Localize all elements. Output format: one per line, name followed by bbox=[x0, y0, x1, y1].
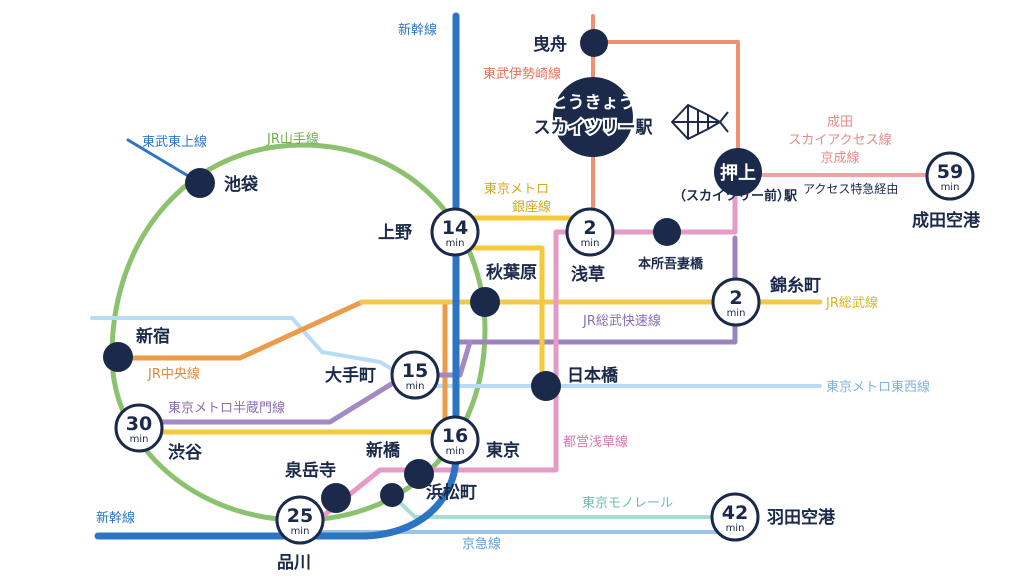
label-sobu: JR総武線 bbox=[825, 295, 878, 311]
station-dot-hikifune[interactable] bbox=[580, 29, 608, 57]
svg-text:30: 30 bbox=[126, 413, 152, 435]
station-label-akihabara: 秋葉原 bbox=[486, 262, 537, 283]
station-dot-hamamatsucho[interactable] bbox=[380, 483, 404, 507]
station-label-oshiage-sub-2: 駅 bbox=[783, 189, 798, 204]
station-label-hikifune: 曳舟 bbox=[533, 34, 567, 55]
station-label-shinbashi: 新橋 bbox=[366, 440, 401, 461]
label-skyaccess-1: 成田 bbox=[827, 115, 853, 130]
station-label-hamamatsucho: 浜松町 bbox=[426, 482, 477, 503]
station-label-oshiage: 押上 bbox=[720, 162, 756, 184]
station-dot-ikebukuro[interactable] bbox=[185, 168, 215, 198]
time-badge-ueno[interactable]: 14 min bbox=[430, 207, 480, 257]
label-skyaccess-2: スカイアクセス線 bbox=[788, 132, 891, 148]
station-label-nihonbashi: 日本橋 bbox=[567, 365, 619, 386]
time-badge-shibuya[interactable]: 30 min bbox=[114, 403, 164, 453]
station-dot-sengakuji[interactable] bbox=[321, 483, 351, 513]
svg-text:min: min bbox=[446, 238, 465, 249]
station-dot-akihabara[interactable] bbox=[470, 287, 500, 317]
time-badge-kinshicho[interactable]: 2 min bbox=[711, 277, 761, 327]
station-label-shibuya: 渋谷 bbox=[168, 442, 203, 463]
station-label-otemachi: 大手町 bbox=[325, 365, 376, 386]
station-dot-oshiage[interactable] bbox=[714, 148, 762, 196]
time-badge-otemachi[interactable]: 15 min bbox=[390, 350, 440, 400]
time-badge-asakusa[interactable]: 2 min bbox=[565, 207, 615, 257]
svg-text:min: min bbox=[406, 381, 425, 392]
svg-text:15: 15 bbox=[402, 360, 428, 382]
time-badge-narita[interactable]: 59 min bbox=[925, 151, 975, 201]
svg-text:42: 42 bbox=[722, 502, 748, 524]
label-ginza-1: 東京メトロ bbox=[484, 181, 549, 197]
label-chuo: JR中央線 bbox=[147, 366, 200, 382]
svg-text:14: 14 bbox=[442, 217, 468, 239]
label-monorail: 東京モノレール bbox=[582, 495, 673, 511]
station-label-oshiage-sub-1: （スカイツリー前） bbox=[673, 188, 790, 204]
label-tozai: 東京メトロ東西線 bbox=[826, 379, 930, 395]
station-dot-nihonbashi[interactable] bbox=[531, 371, 561, 401]
label-shinkansen-bottom: 新幹線 bbox=[96, 510, 135, 526]
svg-text:2: 2 bbox=[583, 217, 596, 239]
label-asakusa-line: 都営浅草線 bbox=[563, 434, 628, 450]
station-label-skytree-2: スカイツリー駅 bbox=[534, 118, 654, 138]
station-dot-shinbashi[interactable] bbox=[404, 459, 434, 489]
label-skyaccess-3: 京成線 bbox=[820, 150, 859, 166]
svg-text:2: 2 bbox=[729, 287, 742, 309]
station-label-narita: 成田空港 bbox=[912, 210, 981, 231]
station-label-tokyo: 東京 bbox=[486, 440, 520, 461]
label-hanzomon: 東京メトロ半蔵門線 bbox=[168, 400, 285, 416]
station-label-sengakuji: 泉岳寺 bbox=[284, 460, 336, 481]
station-label-asakusa: 浅草 bbox=[571, 264, 605, 285]
ginza-line bbox=[145, 215, 593, 435]
skytree-fish-icon bbox=[671, 104, 729, 140]
station-dot-honjo[interactable] bbox=[653, 218, 681, 246]
station-dot-shinjuku[interactable] bbox=[103, 342, 133, 372]
label-sobu-rapid: JR総武快速線 bbox=[582, 313, 661, 329]
label-yamanote: JR山手線 bbox=[266, 131, 319, 147]
label-isesaki: 東武伊勢崎線 bbox=[483, 66, 561, 82]
time-badge-tokyo[interactable]: 16 min bbox=[430, 415, 480, 465]
svg-text:min: min bbox=[581, 238, 600, 249]
time-badge-shinagawa[interactable]: 25 min bbox=[275, 495, 325, 545]
label-tojo: 東武東上線 bbox=[142, 134, 207, 150]
svg-text:25: 25 bbox=[287, 505, 313, 527]
station-label-ueno: 上野 bbox=[378, 223, 412, 243]
station-label-kinshicho: 錦糸町 bbox=[770, 275, 821, 296]
station-label-shinjuku: 新宿 bbox=[136, 326, 170, 347]
svg-text:min: min bbox=[291, 526, 310, 537]
label-access-express: アクセス特急経由 bbox=[803, 181, 898, 196]
time-badge-haneda[interactable]: 42 min bbox=[710, 492, 760, 542]
svg-text:min: min bbox=[941, 182, 960, 193]
label-keikyu: 京急線 bbox=[462, 536, 501, 552]
station-label-haneda: 羽田空港 bbox=[767, 507, 836, 528]
station-label-ikebukuro: 池袋 bbox=[224, 174, 259, 195]
station-label-skytree-1: とうきょう bbox=[551, 93, 636, 113]
station-label-shinagawa: 品川 bbox=[277, 553, 311, 573]
svg-text:min: min bbox=[446, 446, 465, 457]
tozai-line bbox=[90, 316, 822, 388]
svg-text:min: min bbox=[727, 308, 746, 319]
svg-text:59: 59 bbox=[937, 161, 963, 183]
svg-text:16: 16 bbox=[442, 425, 468, 447]
station-label-honjo: 本所吾妻橋 bbox=[638, 256, 704, 272]
station-dot-skytree[interactable] bbox=[553, 77, 633, 157]
svg-text:min: min bbox=[130, 434, 149, 445]
sobu-rapid-line bbox=[452, 235, 738, 345]
label-ginza-2: 銀座線 bbox=[512, 199, 551, 215]
label-shinkansen-top: 新幹線 bbox=[398, 22, 437, 38]
svg-text:min: min bbox=[726, 523, 745, 534]
